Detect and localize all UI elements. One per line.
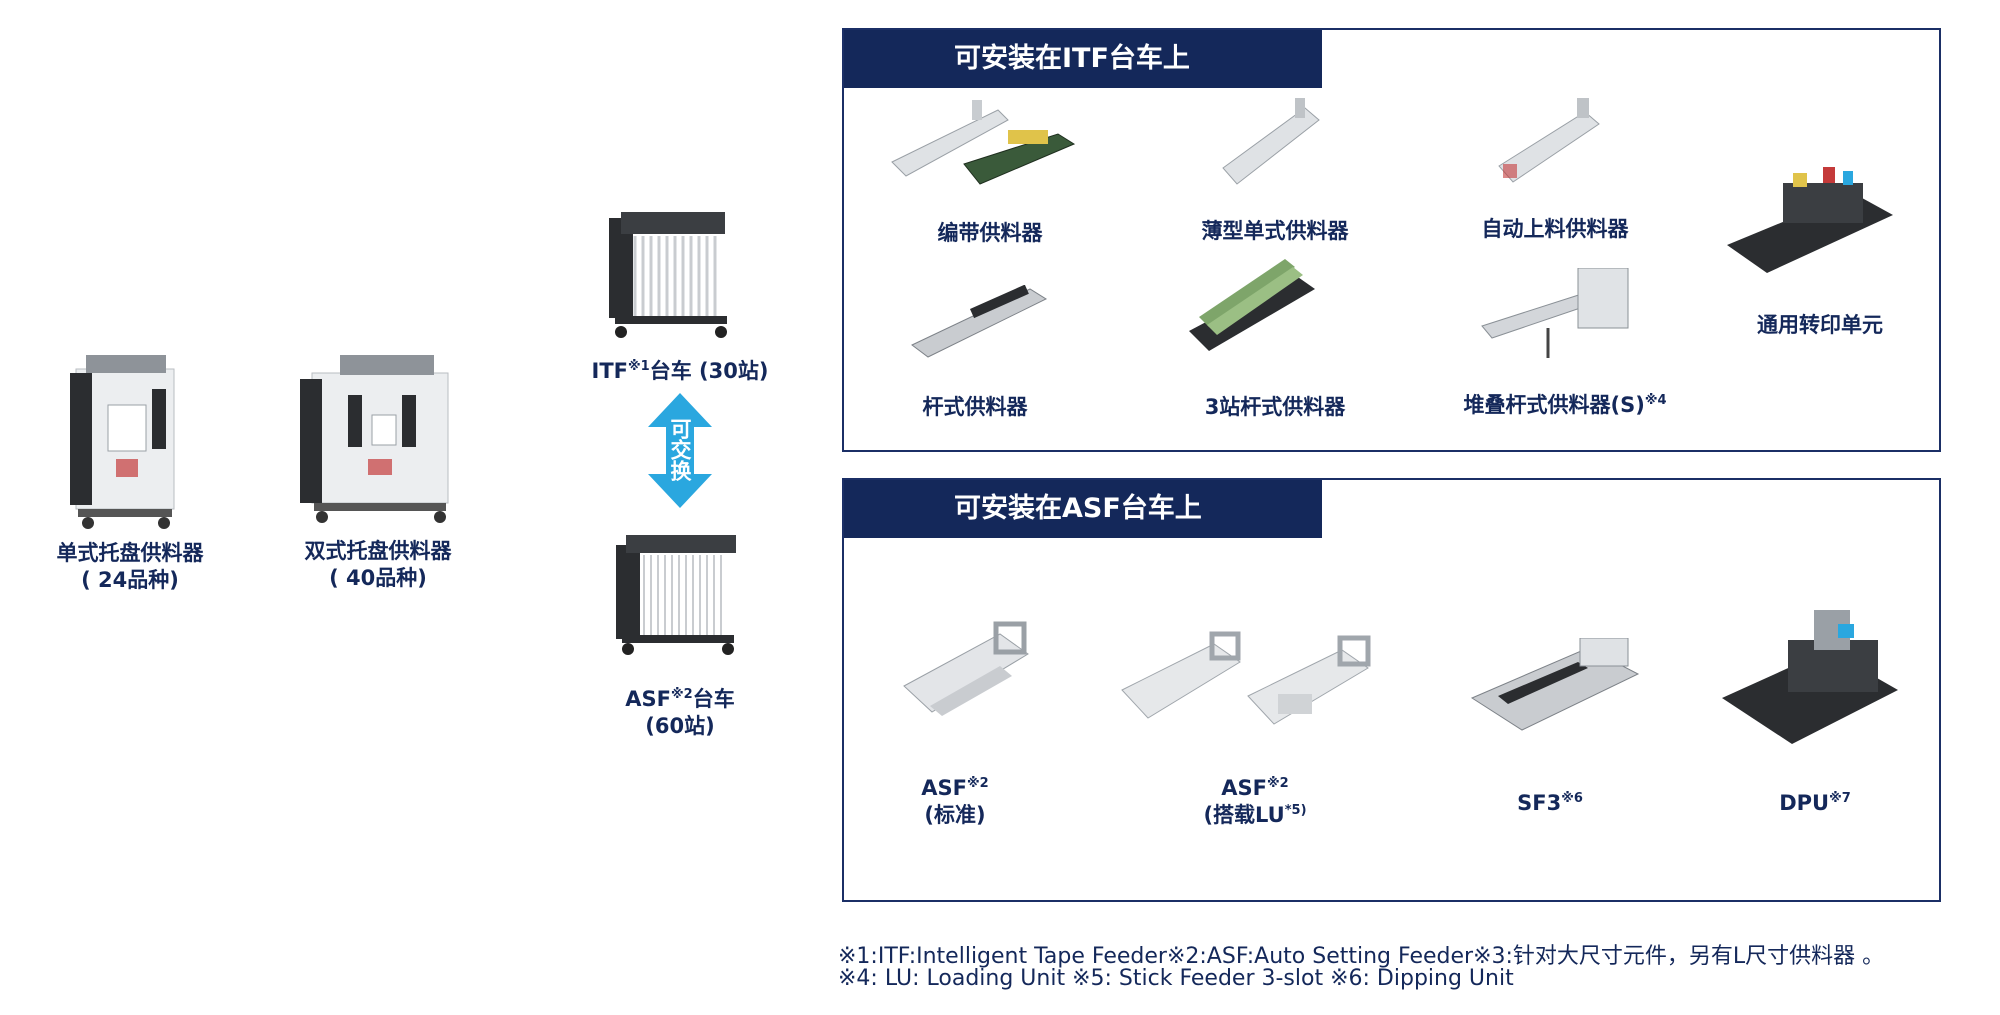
asf-item-with-lu: ASF※2 (搭载LU*5) (1203, 776, 1307, 828)
asf-lu-feeder-image (1118, 630, 1388, 748)
itf-item-universal-transfer-unit: 通用转印单元 (1757, 313, 1883, 337)
3-slot-stick-feeder-image (1185, 255, 1320, 365)
asf-standard-feeder-image (900, 620, 1035, 735)
itf-cart-image (605, 212, 735, 340)
footnote-line-2: ※4: LU: Loading Unit ※5: Stick Feeder 3-… (838, 966, 1514, 991)
sf3-image (1468, 637, 1643, 748)
itf-item-stick-feeder: 杆式供料器 (922, 395, 1028, 419)
asf-cart-label: ASF※2台车 (60站) (625, 687, 735, 739)
tape-feeder-image (888, 100, 1078, 192)
exchangeable-arrow (648, 393, 712, 508)
asf-item-standard: ASF※2 (标准) (921, 776, 989, 828)
itf-item-stacked-stick-feeder: 堆叠杆式供料器(S)※4 (1463, 393, 1667, 417)
thin-single-feeder-image (1215, 98, 1325, 198)
exchangeable-text: 可交换 (668, 418, 692, 481)
itf-item-thin-single-feeder: 薄型单式供料器 (1201, 219, 1349, 243)
asf-item-dpu: DPU※7 (1779, 791, 1851, 815)
single-tray-feeder-machine (68, 355, 186, 530)
stacked-stick-feeder-image (1478, 267, 1633, 363)
footnote-line-1: ※1:ITF:Intelligent Tape Feeder※2:ASF:Aut… (838, 944, 1885, 969)
auto-load-feeder-image (1493, 98, 1605, 194)
itf-item-auto-load-feeder: 自动上料供料器 (1481, 217, 1629, 241)
double-tray-feeder-machine (294, 355, 454, 525)
single-tray-feeder-label: 单式托盘供料器 ( 24品种) (56, 541, 204, 593)
itf-item-tape-feeder: 编带供料器 (937, 221, 1043, 245)
asf-cart-image (612, 535, 742, 657)
asf-panel-title: 可安装在ASF台车上 (844, 480, 1322, 538)
universal-transfer-unit-image (1723, 163, 1898, 293)
itf-panel-title: 可安装在ITF台车上 (844, 30, 1322, 88)
stick-feeder-image (910, 284, 1050, 360)
dpu-image (1718, 610, 1908, 755)
double-tray-feeder-label: 双式托盘供料器 ( 40品种) (304, 539, 452, 591)
itf-cart-label: ITF※1台车 (30站) (591, 359, 769, 383)
itf-item-3-slot-stick-feeder: 3站杆式供料器 (1204, 395, 1346, 419)
asf-item-sf3: SF3※6 (1517, 791, 1583, 815)
